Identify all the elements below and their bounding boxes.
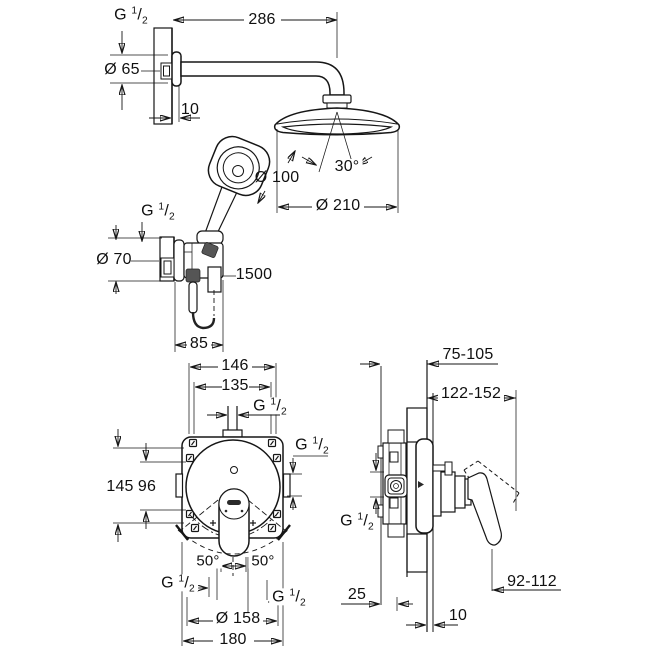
- shower-arm: [160, 51, 352, 115]
- swing-angle-left-label: 50°: [193, 553, 223, 569]
- bottom-right-thread-label: G 1/2: [269, 587, 309, 608]
- mixer-side-view: [377, 360, 520, 632]
- lever-handle-side: [467, 472, 502, 546]
- spray-angle-label: 30°: [331, 159, 363, 175]
- head-diameter-label: Ø 210: [315, 197, 361, 214]
- mount-height-outer-label: 145: [106, 478, 134, 495]
- finished-depth-label: 122-152: [437, 386, 505, 402]
- holder-flange-diameter-label: Ø 70: [96, 251, 132, 268]
- wall-flange-diameter-label: Ø 65: [104, 61, 140, 78]
- swing-angle-right-label: 50°: [248, 553, 278, 569]
- hose-nut-knurl: [201, 242, 219, 258]
- shower-holder-assembly: [159, 230, 224, 330]
- hose-length-label: 1500: [235, 266, 273, 283]
- installation-depth-label: 75-105: [442, 346, 494, 363]
- shower-hose: [191, 311, 216, 330]
- flange-depth-label: 10: [180, 101, 200, 118]
- holder-depth-label: 85: [189, 335, 209, 352]
- mount-height-inner-label: 96: [137, 478, 157, 495]
- bottom-left-thread-label: G 1/2: [158, 573, 198, 594]
- hand-shower-diameter-label: Ø 100: [254, 169, 300, 186]
- top-port-thread-label: G 1/2: [250, 396, 290, 417]
- mounting-holes: [185, 438, 282, 533]
- side-port-thread-label: G 1/2: [295, 434, 329, 457]
- recess-diameter-label: Ø 158: [215, 610, 261, 627]
- plate-width-label: 180: [219, 631, 247, 648]
- hand-shower: [200, 135, 271, 249]
- lever-projection-label: 92-112: [507, 573, 557, 590]
- mount-width-inner-label: 135: [221, 377, 249, 394]
- connection-thread-label: G 1/2: [340, 510, 374, 533]
- head-shower: [273, 107, 401, 136]
- side-view-dimensions: [341, 364, 561, 625]
- lever-alternate-position: [463, 460, 520, 506]
- swing-range-indicator: [175, 499, 291, 576]
- center-ticks: [210, 520, 256, 526]
- holder-thread-label: G 1/2: [141, 200, 175, 223]
- mount-width-outer-label: 146: [221, 357, 249, 374]
- arm-thread-label: G 1/2: [114, 4, 148, 27]
- arm-projection-label: 286: [248, 11, 276, 28]
- finish-thickness-label: 10: [448, 607, 468, 624]
- body-depth-label: 25: [347, 586, 367, 603]
- mixer-front-view: [175, 406, 291, 557]
